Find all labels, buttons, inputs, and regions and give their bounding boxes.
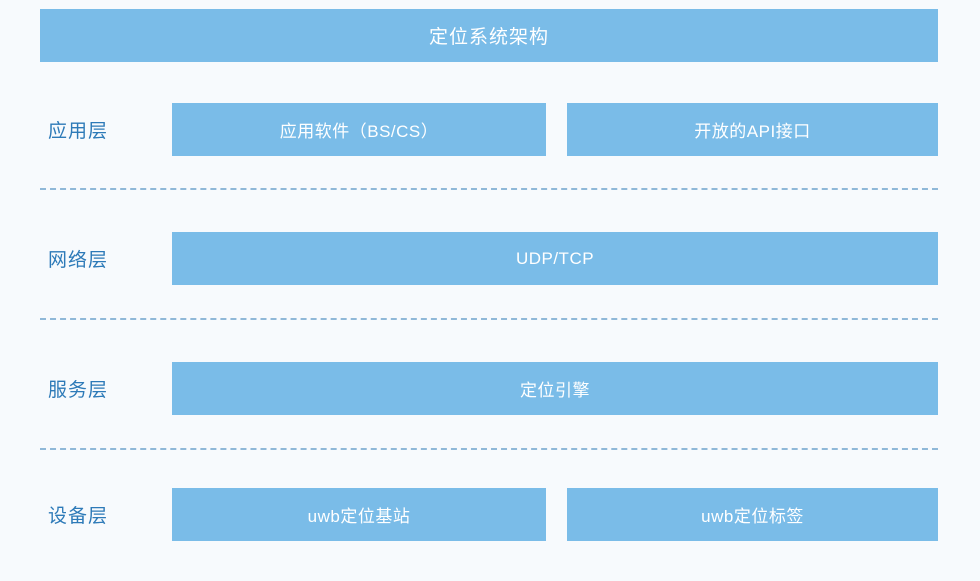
layer-label-device: 设备层: [48, 506, 109, 527]
divider-service-device: [40, 448, 938, 450]
layer-row-network: 网络层 UDP/TCP: [0, 232, 980, 285]
layer-row-device: 设备层 uwb定位基站 uwb定位标签: [0, 488, 980, 541]
box-open-api[interactable]: 开放的API接口: [567, 103, 938, 156]
layer-row-application: 应用层 应用软件（BS/CS） 开放的API接口: [0, 103, 980, 156]
divider-network-service: [40, 318, 938, 320]
box-positioning-engine[interactable]: 定位引擎: [172, 362, 938, 415]
box-udp-tcp[interactable]: UDP/TCP: [172, 232, 938, 285]
diagram-title-banner: 定位系统架构: [40, 9, 938, 62]
layer-label-service: 服务层: [48, 380, 109, 401]
page-title: 定位系统架构: [428, 27, 549, 48]
divider-application-network: [40, 188, 938, 190]
layer-label-application: 应用层: [48, 121, 109, 142]
box-uwb-anchor[interactable]: uwb定位基站: [172, 488, 546, 541]
layer-label-network: 网络层: [48, 250, 109, 271]
box-uwb-tag[interactable]: uwb定位标签: [567, 488, 938, 541]
box-application-software[interactable]: 应用软件（BS/CS）: [172, 103, 546, 156]
layer-row-service: 服务层 定位引擎: [0, 362, 980, 415]
